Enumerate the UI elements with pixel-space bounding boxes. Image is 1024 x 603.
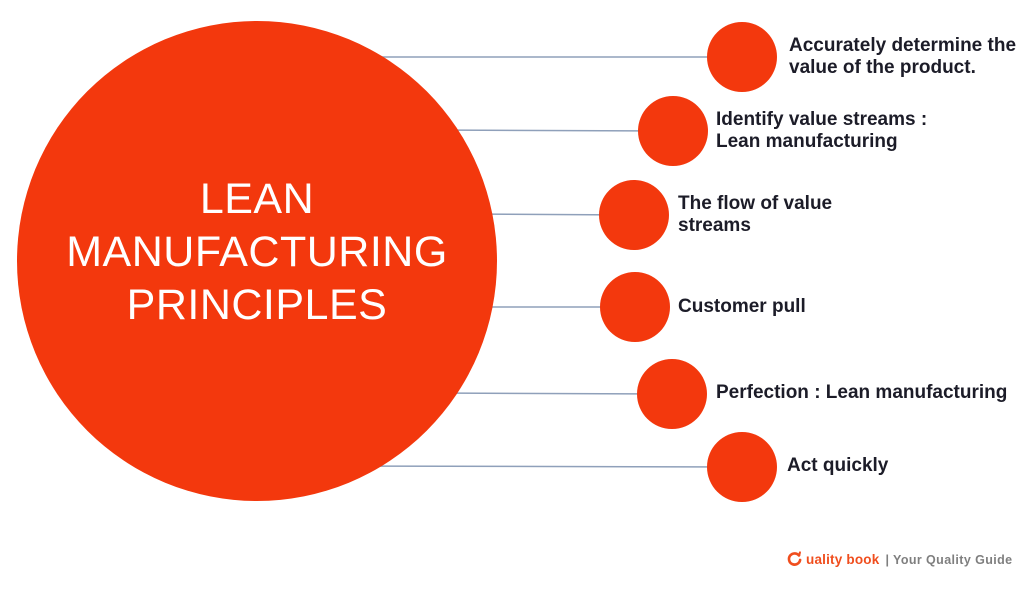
principle-label-2: Identify value streams : Lean manufactur…: [716, 109, 928, 152]
principle-label-1: Accurately determine the value of the pr…: [789, 35, 1017, 78]
principle-circle-6: [707, 432, 777, 502]
principle-label-6: Act quickly: [787, 455, 889, 476]
principle-label-3: The flow of value streams: [678, 193, 833, 236]
principle-circle-2: [638, 96, 708, 166]
principle-label-4: Customer pull: [678, 296, 806, 317]
connector-line-6: [349, 465, 743, 468]
main-title: LEAN MANUFACTURING PRINCIPLES: [66, 174, 448, 329]
principle-circle-1: [707, 22, 777, 92]
quality-book-logo-icon: [787, 551, 802, 566]
main-topic-circle: LEAN MANUFACTURING PRINCIPLES: [17, 21, 497, 501]
connector-line-5: [429, 392, 673, 395]
principle-circle-5: [637, 359, 707, 429]
brand-name: uality book: [806, 552, 880, 567]
principle-circle-3: [599, 180, 669, 250]
brand-footer: uality book | Your Quality Guide: [786, 551, 1013, 568]
brand-tagline: | Your Quality Guide: [885, 552, 1013, 567]
connector-line-2: [429, 129, 674, 132]
principle-label-5: Perfection : Lean manufacturing: [716, 382, 1008, 403]
principle-circle-4: [600, 272, 670, 342]
